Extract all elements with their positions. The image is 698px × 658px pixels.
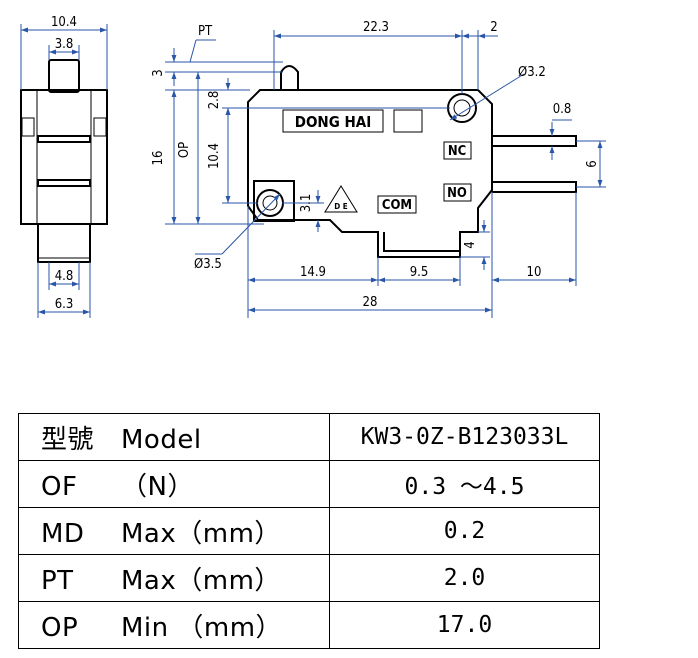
dim-hole-top-offset: 2.8 xyxy=(207,91,222,110)
side-terminal-upper xyxy=(37,135,91,143)
spec-label: 型號 Model xyxy=(18,413,330,461)
brand-label: DONG HAI xyxy=(295,113,372,131)
dim-plunger-travel: 3 xyxy=(151,69,166,76)
mounting-hole-right xyxy=(447,93,477,123)
spec-row-md: MD Max（mm） 0.2 xyxy=(18,507,600,555)
dim-com-drop: 4 xyxy=(463,241,478,248)
spec-unit: Model xyxy=(121,424,202,455)
spec-param: OF xyxy=(41,471,78,502)
spec-param: MD xyxy=(41,518,85,549)
mounting-hole-left xyxy=(256,189,284,217)
blank-label-box xyxy=(393,109,423,133)
spec-param: PT xyxy=(41,565,74,596)
spec-row-op: OP Min （mm） 17.0 xyxy=(18,601,600,649)
dim-hole-vertical-spacing: 10.4 xyxy=(207,143,222,169)
dim-terminal-spacing: 6 xyxy=(585,160,600,167)
spec-unit: （N） xyxy=(121,471,194,502)
dim-com-outer: 6.3 xyxy=(55,297,74,312)
dim-hole-spacing: 22.3 xyxy=(363,20,389,35)
dim-body-height: 16 xyxy=(151,151,166,166)
terminal-com xyxy=(377,232,460,257)
dim-hole-bottom-offset: 3.1 xyxy=(299,194,314,213)
dim-hole-left-dia: Ø3.5 xyxy=(194,257,222,272)
terminal-nc xyxy=(492,135,577,147)
spec-value: 17.0 xyxy=(329,601,600,649)
mounting-hole-left-boss xyxy=(253,180,295,222)
brand-box xyxy=(282,109,384,133)
dim-terminal-length: 10 xyxy=(527,265,542,280)
side-view: 10.4 3.8 4.8 6.3 xyxy=(20,15,108,318)
front-view: DONG HAI NC NO COM D E xyxy=(247,65,577,258)
pt-callout: PT xyxy=(198,24,213,39)
dim-com-inner: 4.8 xyxy=(55,269,74,284)
spec-label: MD Max（mm） xyxy=(18,507,330,555)
side-actuator xyxy=(48,59,80,93)
front-dimensions: 22.3 2 Ø3.2 0.8 6 PT 3 16 xyxy=(151,20,606,318)
spec-row-pt: PT Max（mm） 2.0 xyxy=(18,554,600,602)
side-body xyxy=(20,89,108,225)
op-callout: OP xyxy=(177,142,192,158)
approval-mark-text: D E xyxy=(334,202,347,211)
spec-param: 型號 xyxy=(41,424,95,455)
spec-param: OP xyxy=(41,612,79,643)
spec-label: PT Max（mm） xyxy=(18,554,330,602)
spec-unit: Max（mm） xyxy=(121,565,281,596)
dim-com-position: 14.9 xyxy=(300,265,326,280)
spec-label: OF （N） xyxy=(18,460,330,508)
spec-value: 0.3 ～4.5 xyxy=(329,460,600,508)
approval-mark-icon xyxy=(324,185,358,213)
spec-row-model: 型號 Model KW3-0Z-B123033L xyxy=(18,413,600,461)
dim-com-length: 9.5 xyxy=(410,265,429,280)
nc-label: NC xyxy=(448,144,466,159)
dim-side-width: 10.4 xyxy=(51,15,77,30)
plunger xyxy=(280,65,299,90)
spec-row-of: OF （N） 0.3 ～4.5 xyxy=(18,460,600,508)
spec-unit: Min （mm） xyxy=(121,612,283,643)
dim-hole-right-dia: Ø3.2 xyxy=(518,65,546,80)
com-label: COM xyxy=(382,198,412,213)
dim-hole-edge: 2 xyxy=(490,20,497,35)
spec-value: 0.2 xyxy=(329,507,600,555)
spec-value: KW3-0Z-B123033L xyxy=(329,413,600,461)
spec-value: 2.0 xyxy=(329,554,600,602)
switch-drawing: 10.4 3.8 4.8 6.3 DONG HAI NC NO COM D xyxy=(20,15,606,318)
dim-actuator-width: 3.8 xyxy=(55,37,74,52)
spec-label: OP Min （mm） xyxy=(18,601,330,649)
dim-terminal-thickness: 0.8 xyxy=(553,102,572,117)
dim-body-length: 28 xyxy=(363,295,378,310)
spec-table: 型號 Model KW3-0Z-B123033L OF （N） 0.3 ～4.5 M… xyxy=(18,413,600,649)
spec-unit: Max（mm） xyxy=(121,518,281,549)
terminal-no xyxy=(492,181,577,193)
side-com-tab xyxy=(37,223,91,263)
side-terminal-lower xyxy=(37,179,91,187)
no-label: NO xyxy=(447,186,467,201)
